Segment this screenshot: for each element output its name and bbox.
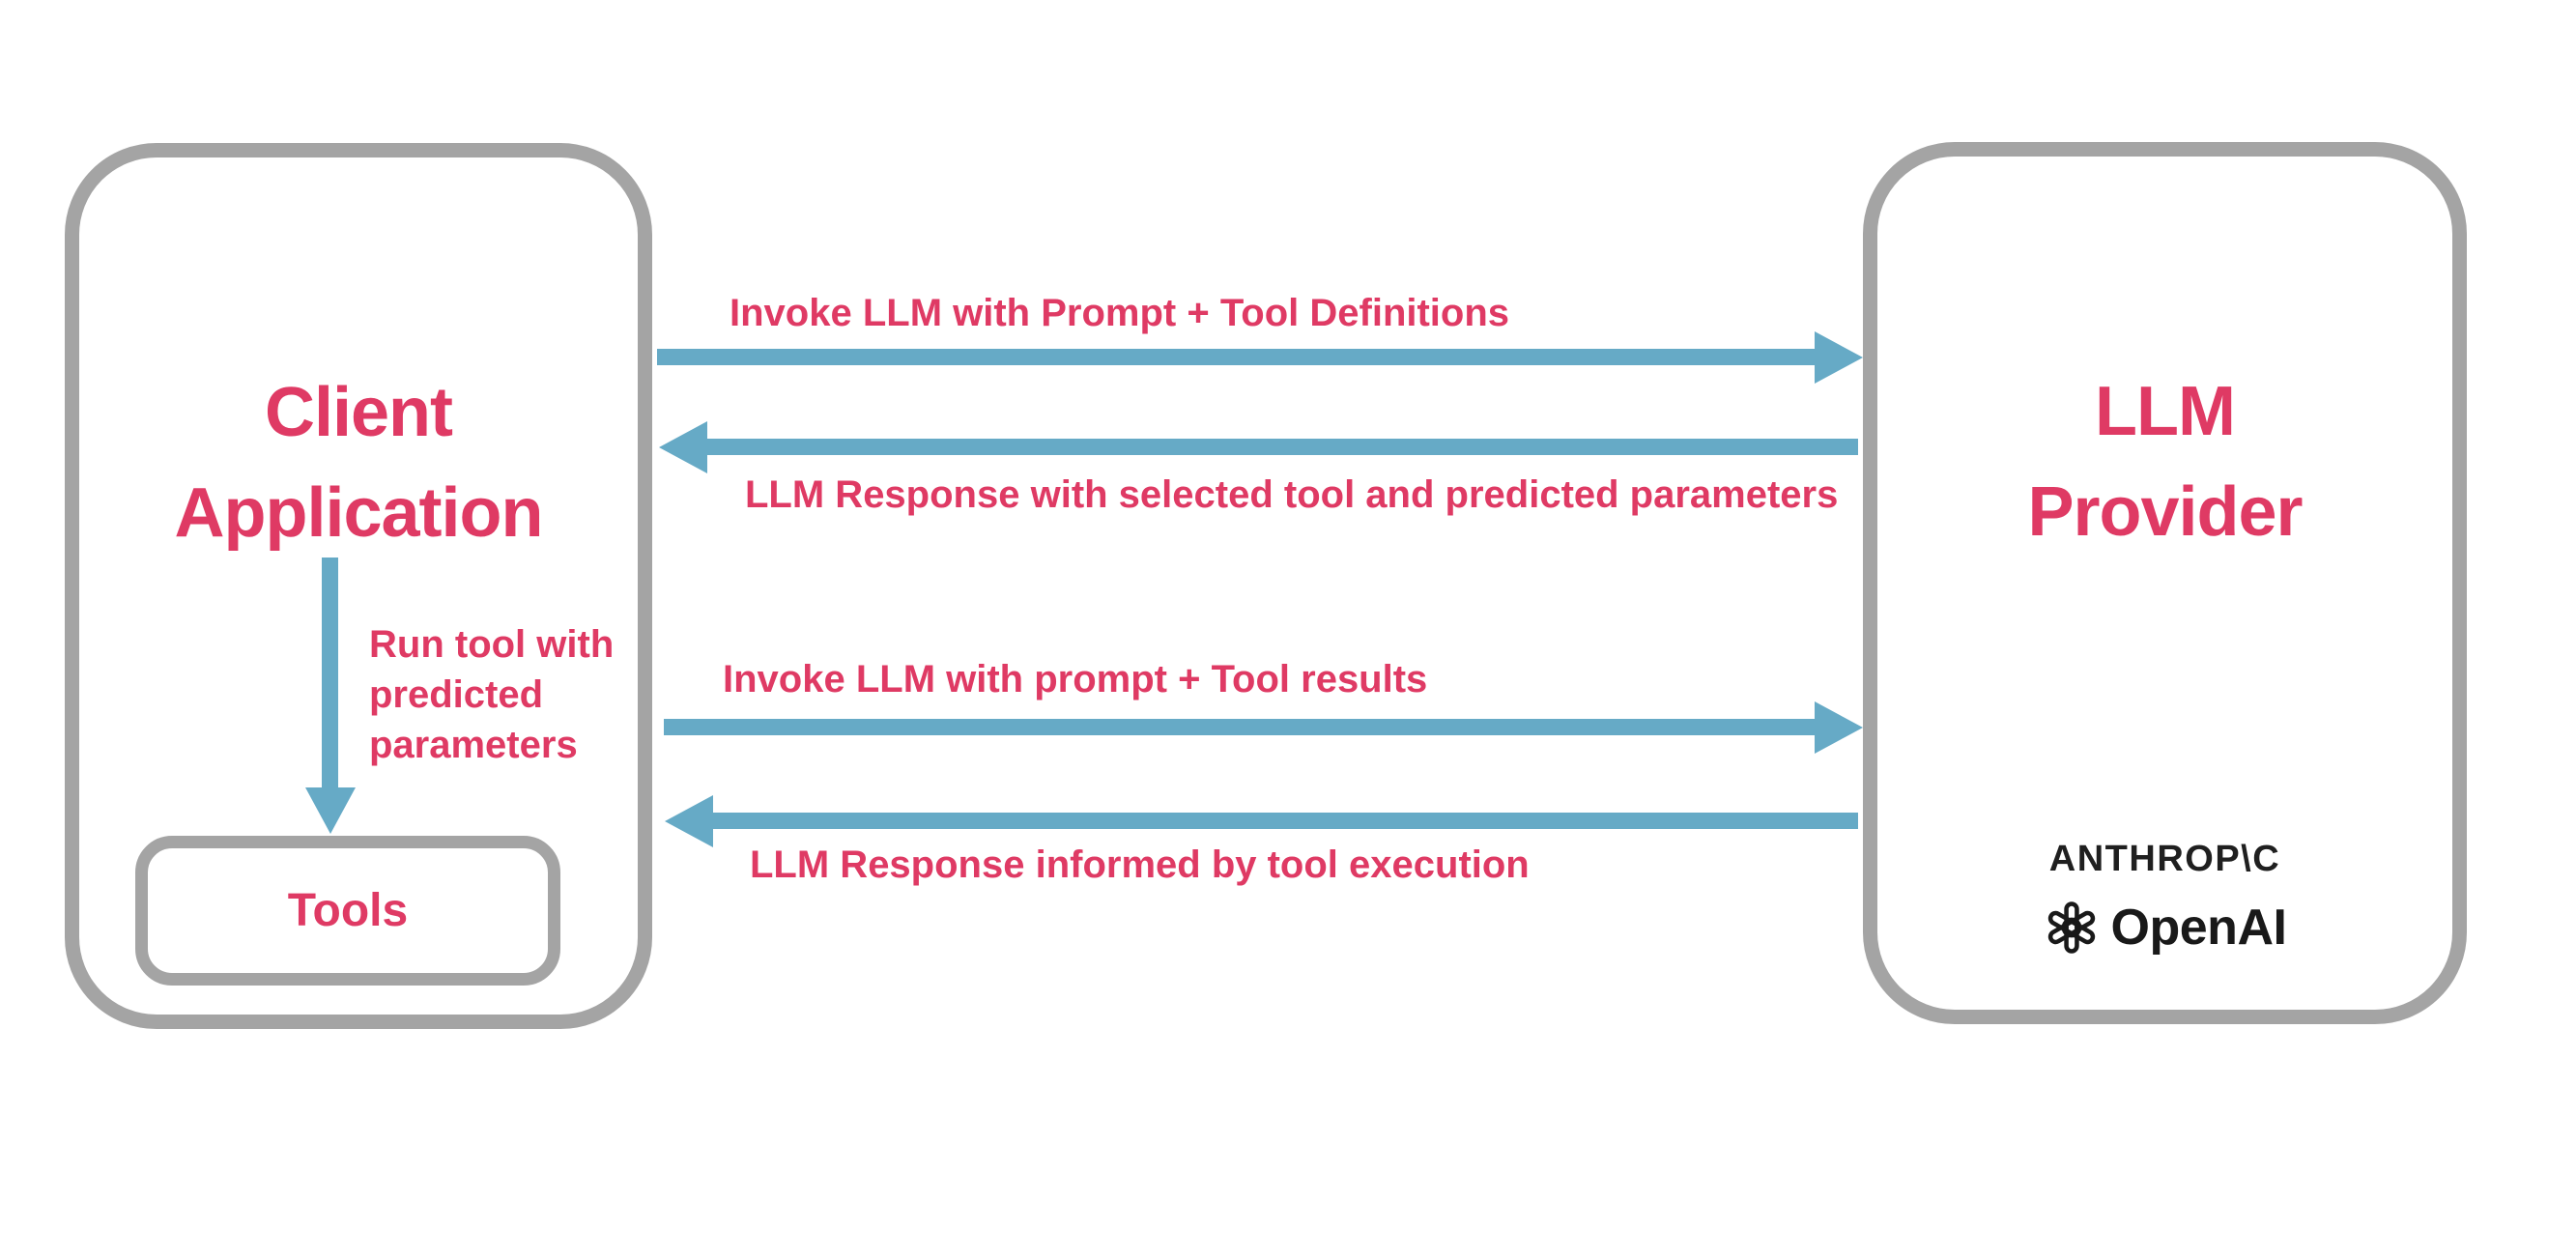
label-invoke-results: Invoke LLM with prompt + Tool results [723, 658, 1428, 700]
run-tool-arrow-body [322, 558, 338, 787]
client-title-line1: Client [264, 374, 453, 451]
arrow-invoke-results-head-icon [1815, 701, 1863, 754]
run-tool-label: Run tool with predicted parameters [369, 619, 614, 770]
run-tool-label-line1: Run tool with [369, 623, 615, 666]
client-application-box: Client Application Run tool with predict… [65, 143, 652, 1029]
tools-label: Tools [287, 885, 409, 936]
label-response-informed: LLM Response informed by tool execution [750, 843, 1530, 886]
run-tool-label-line3: parameters [369, 724, 578, 766]
tools-box: Tools [135, 836, 560, 986]
openai-wordmark: OpenAI [2110, 900, 2287, 956]
openai-logo: OpenAI [1877, 899, 2452, 957]
arrow-response-selected-tool-body [707, 439, 1858, 455]
client-title-line2: Application [174, 474, 544, 552]
anthropic-logo: ANTHROP\C [2048, 839, 2281, 879]
provider-title-line2: Provider [2027, 473, 2303, 551]
arrow-response-selected-tool-head-icon [659, 421, 707, 473]
arrow-response-informed-body [713, 813, 1858, 829]
llm-provider-title: LLM Provider [1877, 361, 2452, 562]
arrow-invoke-definitions-head-icon [1815, 331, 1863, 384]
arrow-response-informed-head-icon [665, 795, 713, 847]
llm-provider-box: LLM Provider ANTHROP\C OpenAI [1863, 142, 2467, 1024]
arrow-invoke-results-body [664, 719, 1815, 735]
label-invoke-definitions: Invoke LLM with Prompt + Tool Definition… [730, 292, 1510, 334]
run-tool-label-line2: predicted [369, 673, 544, 716]
provider-title-line1: LLM [2095, 373, 2236, 450]
openai-knot-icon [2047, 901, 2095, 954]
run-tool-arrow-head-icon [305, 787, 356, 834]
client-application-title: Client Application [79, 362, 638, 563]
arrow-invoke-definitions-body [657, 349, 1815, 365]
label-response-selected-tool: LLM Response with selected tool and pred… [745, 473, 1839, 516]
